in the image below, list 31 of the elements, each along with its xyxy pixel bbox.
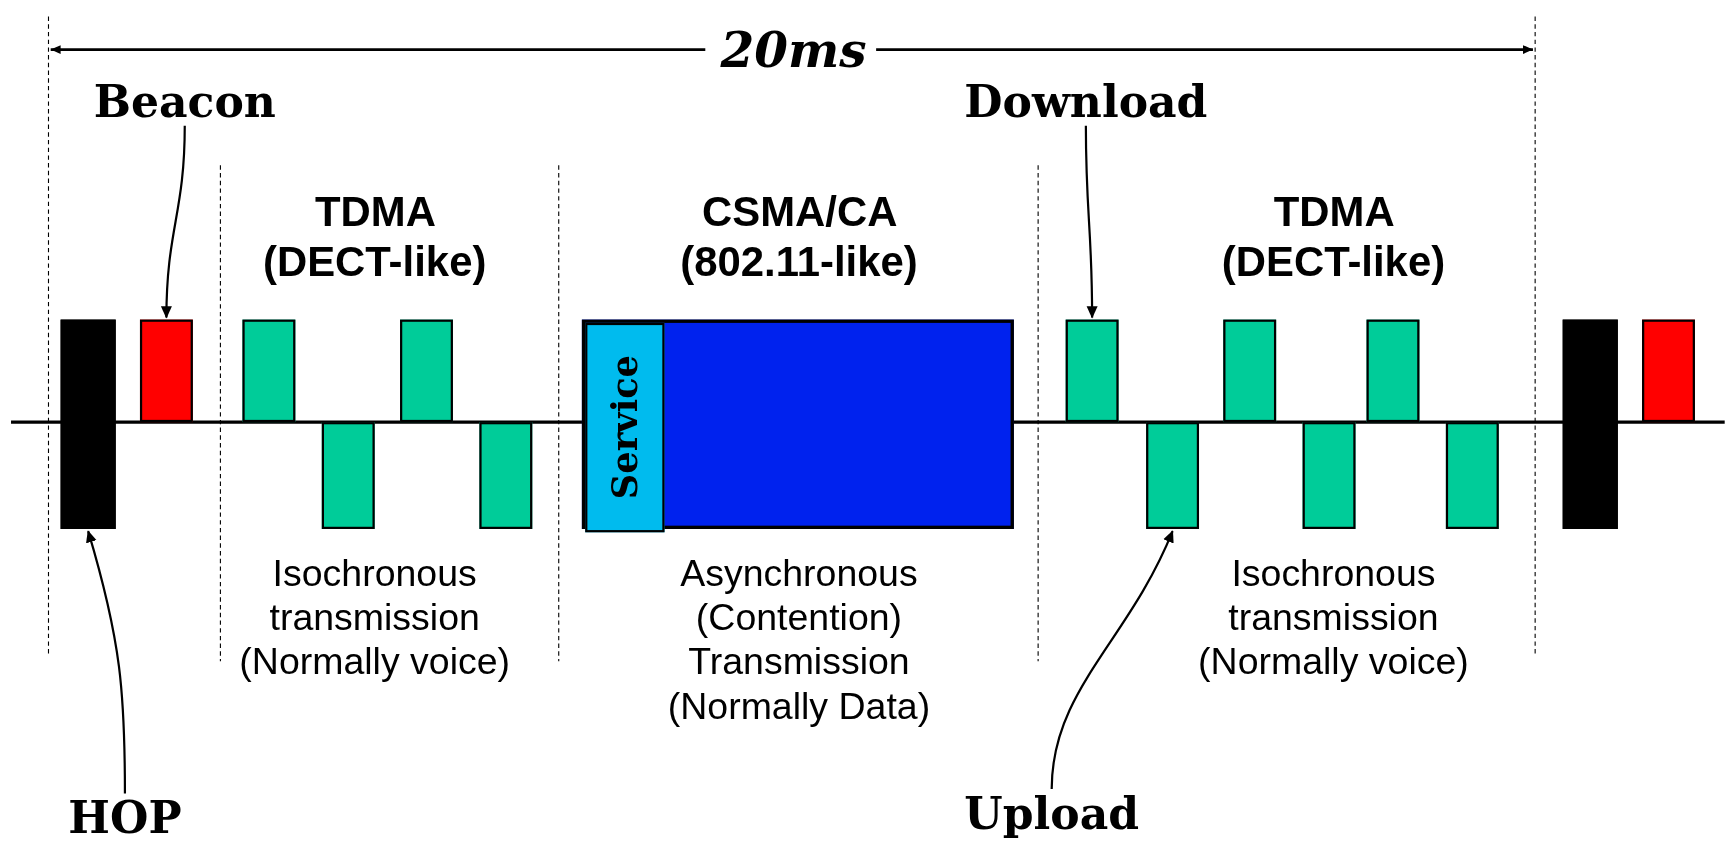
callout-text: Beacon — [93, 79, 276, 124]
callout-text: HOP — [68, 795, 182, 840]
slot-bar — [60, 319, 116, 529]
frame-block — [581, 319, 1014, 529]
slot-bar — [139, 319, 193, 423]
dimension-label: 20ms — [719, 22, 868, 80]
leader-line — [1084, 125, 1098, 319]
slot-bar — [1223, 319, 1277, 423]
description-text: Isochronous transmission (Normally voice) — [1197, 551, 1470, 684]
slot-bar — [479, 422, 533, 529]
callout-text: Download — [964, 79, 1208, 124]
slot-bar — [321, 422, 375, 529]
slot-bar — [1562, 319, 1618, 529]
leader-line — [85, 530, 127, 794]
service-slot: Service — [585, 322, 665, 533]
slot-bar — [1445, 422, 1499, 529]
slot-bar — [242, 319, 296, 423]
leader-line — [161, 125, 186, 319]
description-text: Asynchronous (Contention) Transmission (Normally Data) — [666, 551, 932, 728]
section-heading: TDMA (DECT-like) — [1220, 187, 1447, 287]
section-heading: CSMA/CA (802.11-like) — [679, 187, 919, 287]
section-heading: TDMA (DECT-like) — [262, 187, 488, 287]
slot-bar — [1642, 319, 1695, 423]
slot-bar — [1065, 319, 1119, 423]
slot-bar — [1302, 422, 1356, 529]
leader-line — [1050, 530, 1174, 790]
slot-bar — [1366, 319, 1420, 423]
slot-bar — [1146, 422, 1199, 529]
slot-bar — [400, 319, 453, 423]
callout-text: Upload — [964, 791, 1140, 836]
description-text: Isochronous transmission (Normally voice) — [238, 551, 511, 684]
